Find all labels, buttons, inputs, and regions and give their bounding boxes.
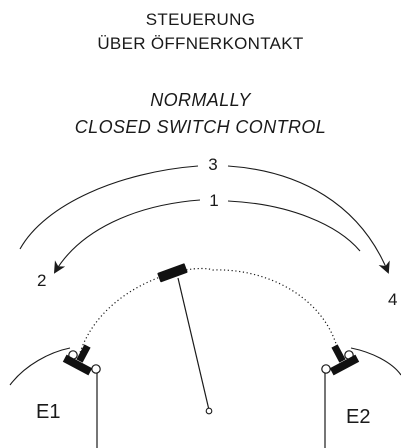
switch-e1-base: [62, 354, 93, 376]
switch-e1-plunger: [76, 344, 91, 363]
arc-1-left-arrow: [53, 199, 201, 274]
title-english-line-2: CLOSED SWITCH CONTROL: [74, 117, 327, 137]
switch-e2-housing: [350, 347, 401, 376]
arc-1-right-segment: [227, 200, 361, 252]
lever-arm: [177, 277, 210, 411]
switch-e2-label: E2: [346, 406, 370, 428]
switch-e2-base: [329, 354, 360, 376]
position-2-label: 2: [37, 271, 46, 290]
lever-actuator-block: [157, 263, 188, 283]
switch-e2-roller-left: [321, 364, 331, 374]
switch-e1-roller-right: [91, 364, 101, 374]
position-4-label: 4: [388, 290, 397, 309]
switch-e1-housing: [9, 347, 71, 386]
arc-3-right-arrow: [227, 165, 390, 274]
arc-1-label: 1: [209, 191, 218, 210]
lever-pivot: [205, 407, 213, 415]
travel-path-dotted: [78, 267, 340, 357]
title-german-line-1: STEUERUNG: [145, 10, 256, 29]
switch-e1-label: E1: [36, 401, 60, 423]
title-english-line-1: NORMALLY: [150, 90, 251, 110]
arc-3-left-segment: [19, 165, 199, 250]
switch-e2-plunger: [331, 344, 346, 363]
title-german-line-2: ÜBER ÖFFNERKONTAKT: [97, 34, 304, 53]
arc-3-label: 3: [208, 155, 217, 174]
